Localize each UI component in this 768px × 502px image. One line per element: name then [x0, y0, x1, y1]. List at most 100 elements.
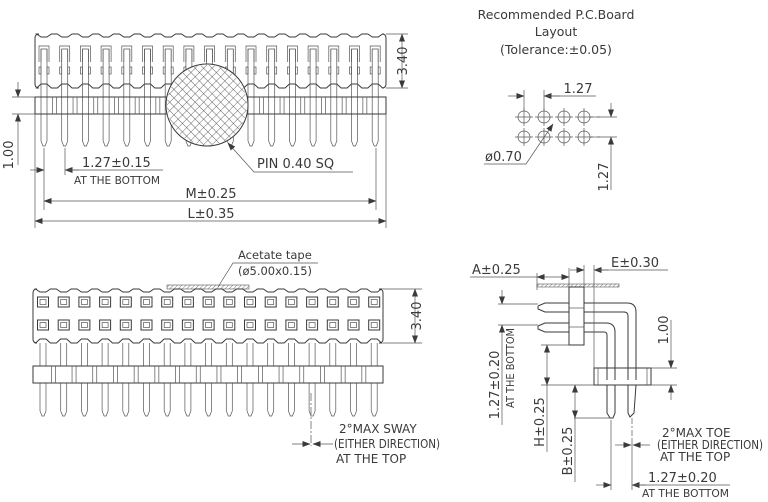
front-pin — [349, 45, 360, 147]
contact-square — [347, 296, 360, 308]
tape-label: Acetate tape — [238, 248, 312, 262]
front-height-dim: 3.40 — [396, 47, 411, 76]
top-insulator-ticks — [50, 366, 367, 383]
side-pitch-h-dim: 1.27±0.20 — [648, 471, 717, 486]
contact-square — [140, 296, 153, 308]
pcb-hole — [555, 128, 573, 146]
contact-square — [57, 319, 70, 331]
contact-square — [202, 296, 215, 308]
pcb-hole — [515, 128, 533, 146]
contact-square — [306, 296, 319, 308]
side-a-dim: A±0.25 — [472, 263, 521, 278]
contact-square — [37, 319, 49, 331]
front-pitch-dim: 1.27±0.15 — [82, 156, 151, 171]
front-pin — [142, 45, 153, 147]
side-view: A±0.25 E±0.30 1.00 1.27±0.20 AT THE BOTT… — [470, 256, 763, 500]
pcb-hole — [555, 108, 573, 126]
pcb-hole — [515, 108, 533, 126]
contact-square — [202, 319, 215, 331]
side-insulator — [593, 367, 652, 386]
contact-square — [368, 296, 381, 308]
top-pin — [267, 343, 275, 417]
pcb-layout: Recommended P.C.Board Layout (Tolerance:… — [478, 7, 635, 191]
contact-square — [244, 319, 256, 331]
pin-callout: PIN 0.40 SQ — [257, 157, 334, 172]
pin-detail-hatch — [167, 65, 247, 145]
contact-square — [161, 319, 174, 331]
front-pin — [80, 45, 91, 147]
front-l-dim: L±0.35 — [187, 207, 234, 222]
contact-square — [57, 296, 70, 308]
front-pin — [328, 45, 340, 147]
top-pin — [101, 343, 109, 417]
front-view: 3.40 1.00 1.27±0.15 AT THE BOTTOM PIN 0.… — [2, 33, 411, 228]
side-pitch-h-note: AT THE BOTTOM — [642, 488, 729, 500]
front-pitch-note: AT THE BOTTOM — [74, 175, 160, 187]
sway-line3: AT THE TOP — [336, 452, 406, 466]
contact-square — [37, 296, 49, 308]
top-housing-outline — [32, 288, 384, 344]
top-pin — [288, 343, 295, 417]
front-pin — [100, 45, 112, 147]
front-pin — [245, 45, 257, 147]
side-pitch-v-note: AT THE BOTTOM — [505, 328, 517, 408]
front-pin — [266, 45, 278, 147]
top-pins — [39, 343, 378, 417]
tape-spec: (ø5.00x0.15) — [238, 264, 312, 278]
pcb-tolerance: (Tolerance:±0.05) — [500, 42, 612, 57]
contact-square — [99, 319, 112, 331]
contact-square — [285, 296, 298, 308]
top-view: Acetate tape (ø5.00x0.15) 3.40 2°MAX SWA… — [32, 248, 440, 466]
contact-square — [306, 319, 319, 331]
pcb-title-line1: Recommended P.C.Board — [478, 7, 635, 22]
front-pin — [307, 45, 319, 147]
front-pin — [38, 45, 50, 147]
front-standoff-dim: 1.00 — [2, 141, 17, 170]
pcb-hole — [535, 108, 553, 126]
top-pin — [143, 343, 150, 417]
contact-square — [347, 319, 360, 331]
contact-square — [223, 319, 236, 331]
contact-square — [78, 319, 91, 331]
top-pin — [184, 343, 192, 417]
top-pin — [246, 343, 254, 417]
top-insulator-bar — [32, 365, 384, 384]
front-pin — [369, 45, 381, 147]
toe-line1: 2°MAX TOE — [662, 426, 731, 440]
top-height-dim: 3.40 — [410, 302, 425, 331]
contact-square — [264, 296, 277, 308]
toe-line2: (EITHER DIRECTION) — [657, 438, 763, 452]
sway-line1: 2°MAX SWAY — [339, 422, 417, 436]
contact-square — [285, 319, 298, 331]
top-pin — [308, 343, 316, 417]
top-contact-grid — [37, 296, 381, 331]
acetate-tape — [166, 284, 250, 290]
front-pin — [287, 45, 298, 147]
contact-square — [326, 319, 339, 331]
top-pin — [60, 343, 68, 417]
sway-line2: (EITHER DIRECTION) — [334, 437, 440, 451]
contact-square — [264, 319, 277, 331]
front-m-dim: M±0.25 — [185, 187, 236, 202]
side-b-dim: B±0.25 — [561, 427, 576, 476]
top-pin — [329, 343, 337, 417]
contact-square — [181, 296, 194, 308]
toe-line3: AT THE TOP — [660, 450, 730, 464]
contact-square — [99, 296, 112, 308]
contact-square — [119, 296, 132, 308]
contact-square — [78, 296, 91, 308]
contact-square — [223, 296, 236, 308]
front-pin — [59, 45, 71, 147]
front-pin — [121, 45, 133, 147]
side-standoff-dim: 1.00 — [657, 316, 672, 345]
top-pin — [39, 343, 47, 417]
top-pin — [225, 343, 233, 417]
contact-square — [119, 319, 132, 331]
contact-square — [140, 319, 153, 331]
pcb-hole-diameter: ø0.70 — [485, 150, 522, 165]
pcb-title-line2: Layout — [535, 24, 578, 39]
pcb-pitch-h: 1.27 — [564, 82, 593, 97]
top-pin — [370, 343, 378, 417]
pcb-hole-grid — [515, 108, 600, 146]
